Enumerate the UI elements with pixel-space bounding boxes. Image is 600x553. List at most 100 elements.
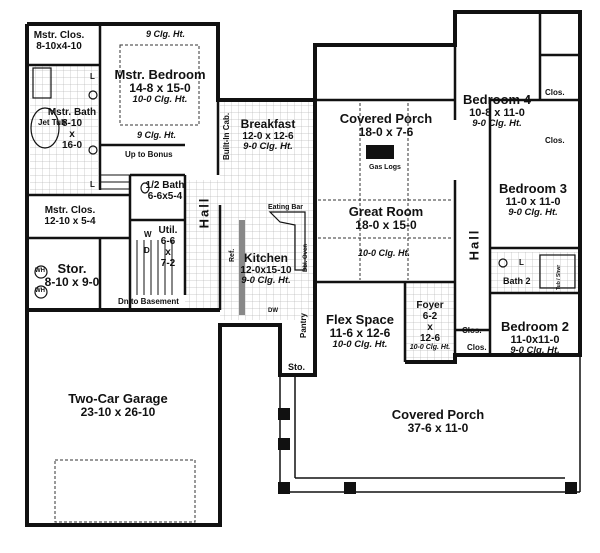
tile-floor-hall: [185, 180, 220, 310]
room-flex-space: Flex Space 11-6 x 12-6 10-0 Clg. Ht.: [326, 312, 394, 351]
up-to-bonus-label: Up to Bonus: [125, 150, 173, 159]
eating-bar-label: Eating Bar: [268, 204, 304, 211]
closet-label: Clos.: [467, 343, 487, 352]
room-name: Covered Porch: [391, 407, 485, 422]
room-name: Stor.: [57, 261, 87, 276]
room-mstr-bedroom: Mstr. Bedroom 14-8 x 15-0 10-0 Clg. Ht.: [114, 67, 206, 106]
room-mstr-closet-top: Mstr. Clos. 8-10x4-10: [34, 30, 85, 52]
room-dims: 11-0 x 11-0: [505, 196, 561, 209]
gas-logs-label: Gas Logs: [369, 164, 401, 171]
room-bedroom-3: Bedroom 3 11-0 x 11-0 9-0 Clg. Ht.: [499, 181, 567, 219]
room-name: Util.: [158, 225, 178, 236]
room-name: Mstr. Bedroom: [114, 67, 206, 82]
room-ceiling: 9-0 Clg. Ht.: [241, 275, 291, 287]
tub-shower-label: Tub / Shwr: [556, 264, 562, 290]
room-dims: 12-10 x 5-4: [44, 216, 96, 227]
room-name: Covered Porch: [339, 111, 433, 126]
room-dims: 37-6 x 11-0: [407, 421, 469, 436]
water-heater-label: WH: [35, 288, 45, 294]
room-dims: 12-0x15-10: [240, 265, 292, 277]
fireplace: [366, 145, 394, 159]
closet-label: Clos.: [545, 88, 565, 97]
room-storage-left: Stor. 8-10 x 9-0: [44, 261, 100, 290]
room-ceiling: 10-0 Clg. Ht.: [409, 344, 451, 351]
room-dims: 12-6: [419, 333, 441, 344]
room-mstr-bath: Mstr. Bath 8-10 x 16-0: [48, 107, 96, 151]
lav-label: L: [519, 258, 524, 267]
room-dims: 14-8 x 15-0: [129, 81, 191, 96]
room-name: Foyer: [416, 300, 444, 311]
room-dims: x: [427, 322, 433, 333]
room-ceiling: 9-0 Clg. Ht.: [243, 141, 293, 153]
room-name: Bedroom 4: [463, 92, 531, 107]
lav-label: L: [90, 72, 95, 81]
room-ceiling: 9-0 Clg. Ht.: [510, 345, 560, 357]
room-name: Mstr. Bath: [47, 107, 97, 118]
room-ceiling: 9-0 Clg. Ht.: [508, 207, 558, 219]
great-room-ceiling: 10-0 Clg. Ht.: [358, 248, 411, 258]
room-dims: 8-10x4-10: [36, 41, 82, 52]
room-util: Util. 6-6 x 7-2: [159, 225, 178, 269]
room-name: Mstr. Clos.: [33, 30, 85, 41]
room-dims: 11-0x11-0: [510, 334, 560, 347]
room-covered-porch-bottom: Covered Porch 37-6 x 11-0: [391, 407, 485, 436]
room-name: 1/2 Bath: [145, 180, 185, 191]
room-dims: 16-0: [61, 140, 82, 151]
room-dims: 6-6: [160, 236, 176, 247]
room-foyer: Foyer 6-2 x 12-6 10-0 Clg. Ht.: [410, 300, 450, 352]
room-dims: 6-2: [422, 311, 438, 322]
room-dims: 18-0 x 7-6: [358, 125, 414, 140]
tile-floor-mstr-bath: [30, 65, 98, 195]
room-name: Kitchen: [243, 251, 288, 265]
dryer-label: D: [144, 246, 150, 255]
room-kitchen: Kitchen 12-0x15-10 9-0 Clg. Ht.: [240, 251, 292, 287]
ceiling-note: 9 Clg. Ht.: [146, 29, 186, 39]
room-great-room: Great Room 18-0 x 15-0: [349, 204, 423, 233]
built-in-cabinet-label: Built-In Cab.: [222, 112, 231, 160]
room-dims: 8-10 x 9-0: [44, 275, 100, 290]
room-mstr-closet-bottom: Mstr. Clos. 12-10 x 5-4: [44, 205, 95, 227]
double-oven-label: Dbl. Oven: [303, 243, 309, 272]
room-dims: 11-6 x 12-6: [329, 326, 391, 341]
tile-floor-breakfast-kitchen: [220, 100, 315, 320]
room-bedroom-2: Bedroom 2 11-0x11-0 9-0 Clg. Ht.: [501, 319, 569, 357]
closet-label: Clos.: [545, 136, 565, 145]
eating-bar-counter: [268, 211, 306, 271]
hall-label-left: Hall: [196, 196, 212, 229]
down-to-basement-label: Dn to Basement: [118, 297, 179, 306]
refrigerator-label: Ref.: [229, 248, 236, 262]
room-ceiling: 10-0 Clg. Ht.: [332, 339, 388, 351]
hall-label-right: Hall: [466, 228, 482, 261]
jet-tub-label: Jet Tub: [38, 118, 66, 127]
jet-tub: [30, 107, 60, 149]
room-dims: 23-10 x 26-10: [80, 405, 156, 420]
tile-floor-bath2: [490, 252, 580, 292]
room-ceiling: 9-0 Clg. Ht.: [472, 118, 522, 130]
room-dims: 12-0 x 12-6: [242, 131, 294, 143]
storage-small-label: Sto.: [288, 362, 305, 372]
room-dims: 7-2: [160, 258, 176, 269]
room-half-bath: 1/2 Bath 6-6x5-4: [146, 180, 185, 202]
room-dims: 18-0 x 15-0: [355, 218, 417, 233]
dishwasher-label: DW: [268, 308, 278, 314]
washer-label: W: [144, 230, 152, 239]
water-heater-label: WH: [35, 268, 45, 274]
room-dims: 8-10: [61, 118, 82, 129]
room-bath-2: Bath 2: [503, 276, 531, 286]
tile-floor-foyer: [405, 282, 455, 362]
room-name: Breakfast: [240, 117, 296, 131]
room-dims: 10-8 x 11-0: [469, 107, 525, 120]
ceiling-note: 9 Clg. Ht.: [137, 130, 177, 140]
room-name: Flex Space: [326, 312, 394, 327]
room-name: Bedroom 3: [499, 181, 567, 196]
room-name: Bedroom 2: [501, 319, 569, 334]
room-covered-porch-top: Covered Porch 18-0 x 7-6: [339, 111, 433, 140]
closet-label: Clos.: [462, 326, 482, 335]
pantry-label: Pantry: [299, 313, 308, 338]
room-name: Two-Car Garage: [68, 391, 168, 406]
room-two-car-garage: Two-Car Garage 23-10 x 26-10: [68, 391, 168, 420]
shower: [32, 67, 52, 99]
room-ceiling: 10-0 Clg. Ht.: [132, 94, 188, 106]
